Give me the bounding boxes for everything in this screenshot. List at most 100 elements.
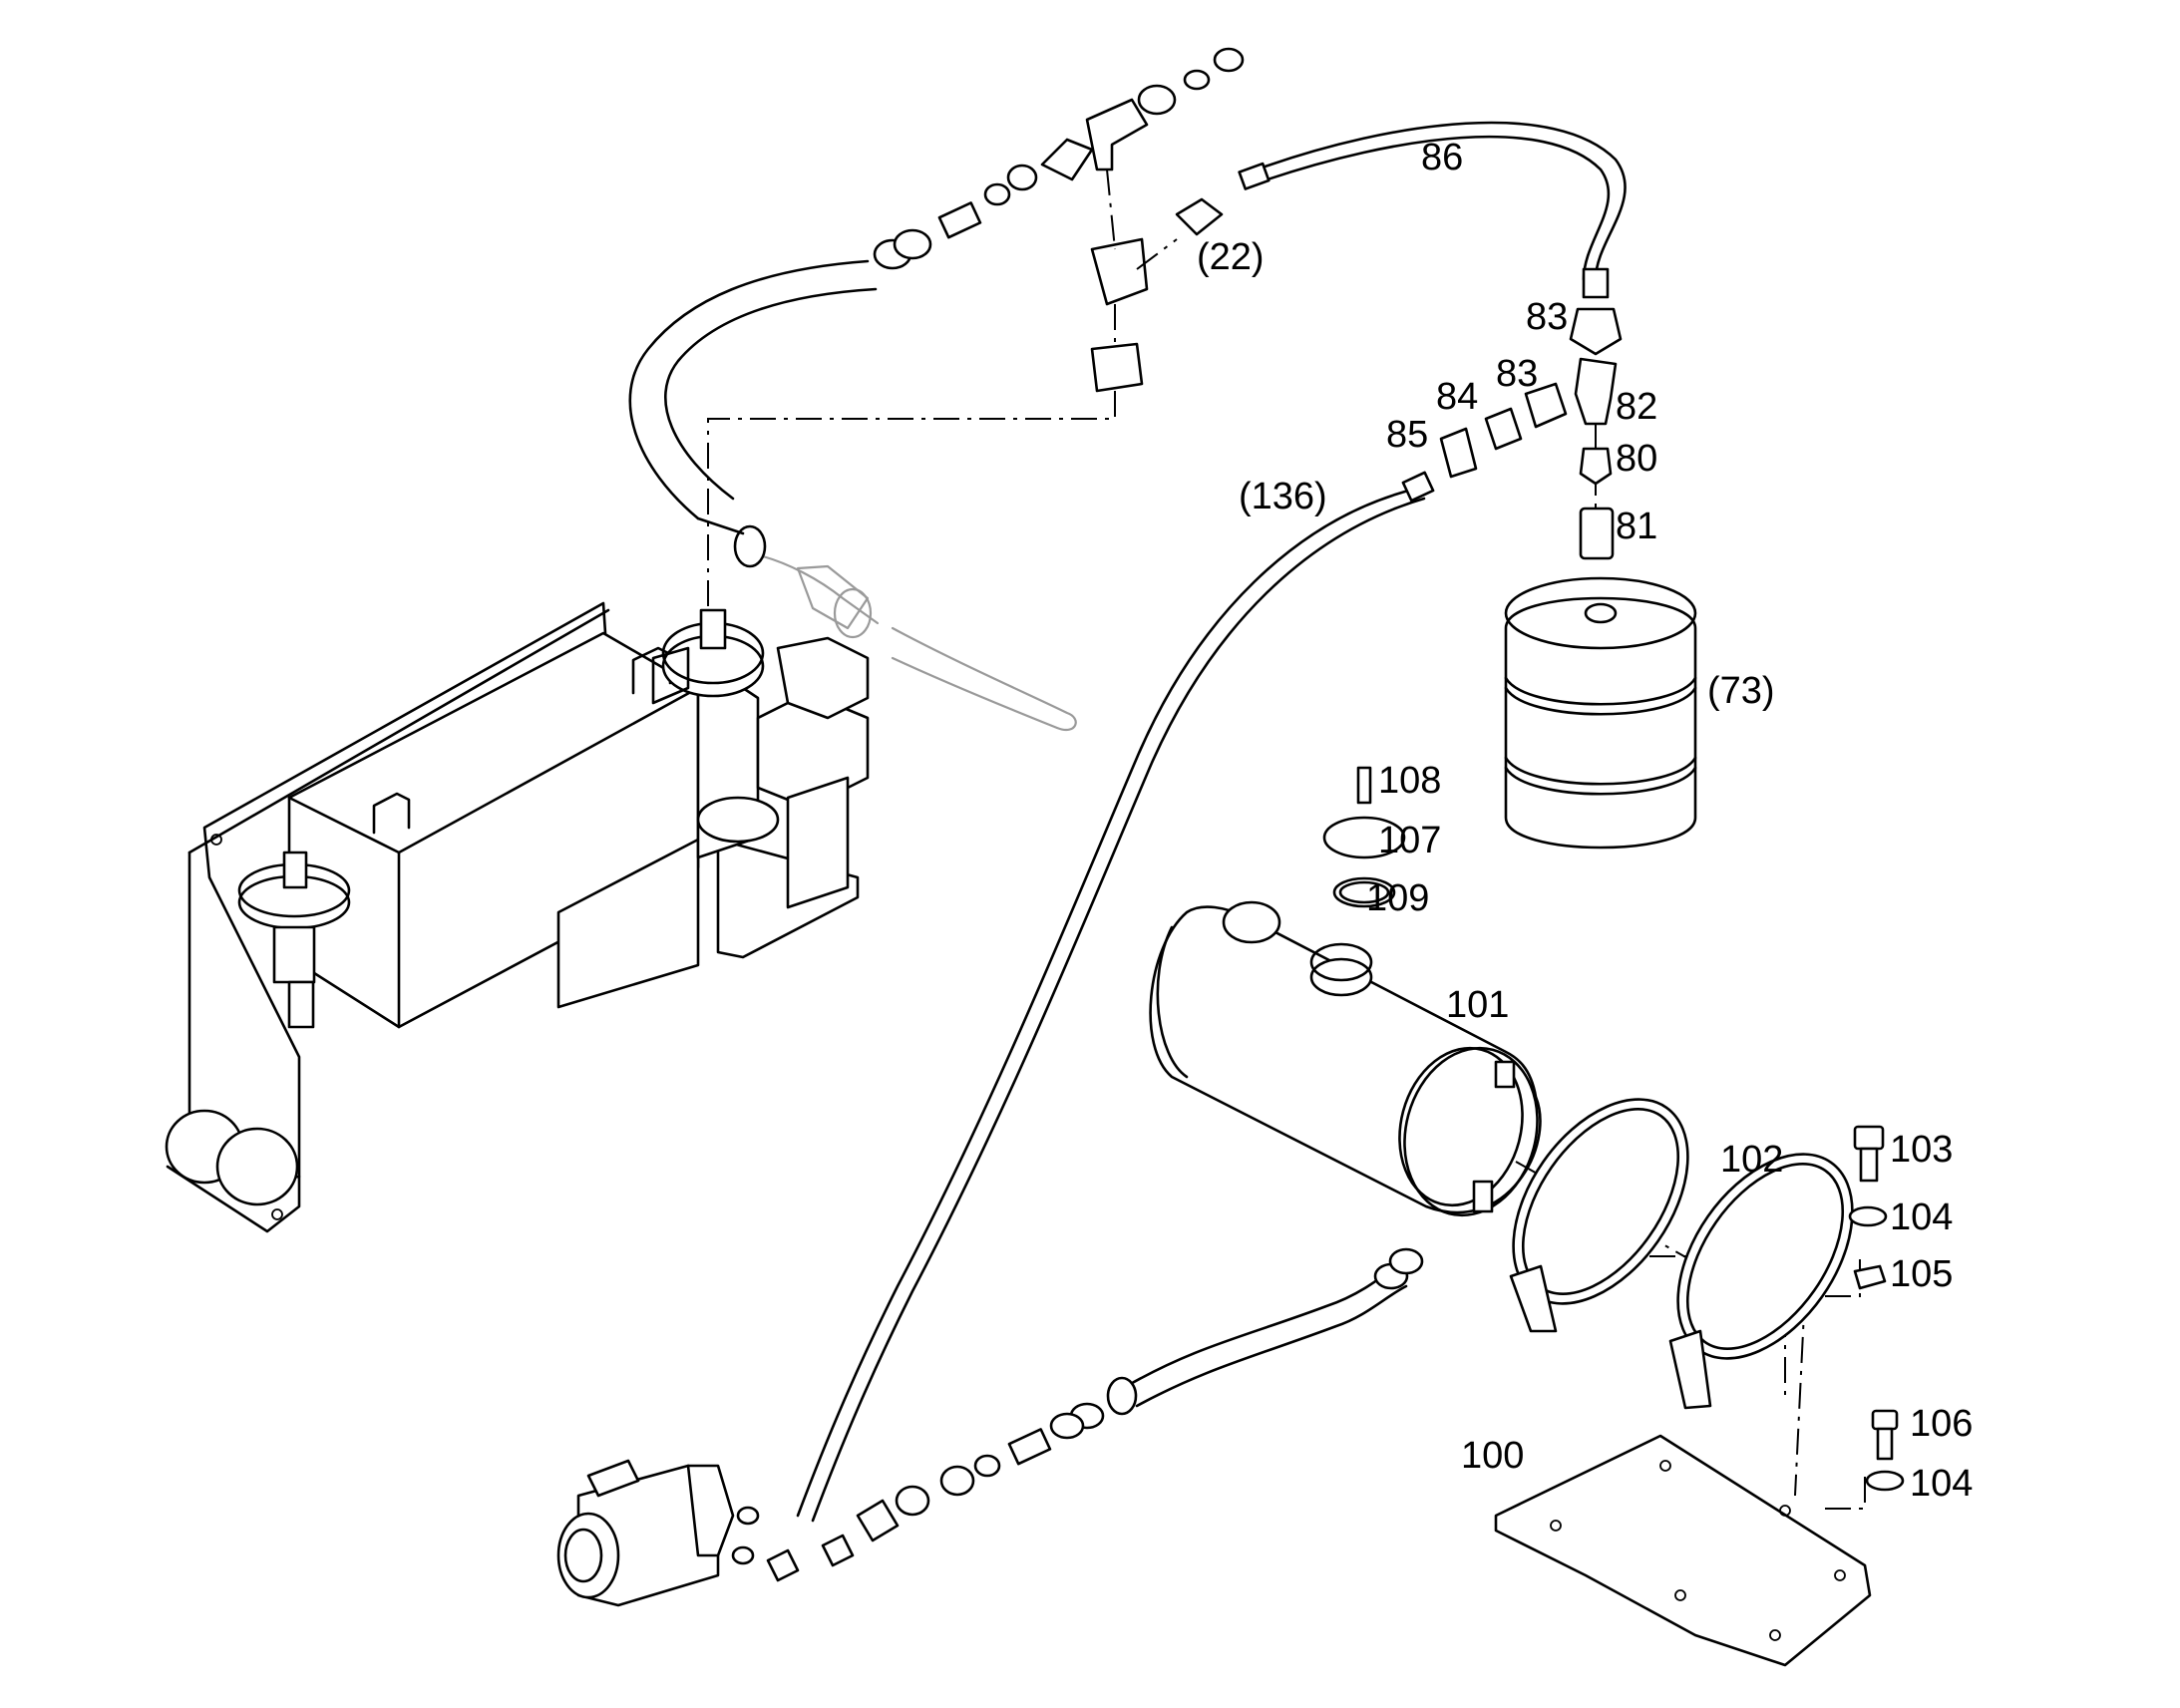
small-nut xyxy=(973,1454,1001,1478)
housing-edges xyxy=(287,686,700,1029)
hose-136-a xyxy=(796,487,1418,1518)
motor-end-face xyxy=(563,1528,603,1583)
hose-136-b xyxy=(811,497,1426,1523)
clamp-strap-b-inner xyxy=(1685,1163,1845,1350)
bolt-103-shank xyxy=(1859,1147,1879,1183)
nut-22 xyxy=(1175,197,1224,236)
bracket-top-edge xyxy=(187,608,610,854)
label-80: 80 xyxy=(1616,438,1657,480)
bracket-hole xyxy=(271,1208,283,1220)
label-101: 101 xyxy=(1446,984,1509,1026)
tank-101-body xyxy=(1149,905,1542,1214)
lower-hose-end xyxy=(1106,1376,1138,1416)
plate-100 xyxy=(1494,1434,1872,1667)
plate-hole xyxy=(1674,1589,1686,1601)
label-103: 103 xyxy=(1890,1129,1953,1171)
lower-hose-b xyxy=(1135,1284,1408,1408)
valve-adapter xyxy=(1090,342,1144,393)
union-nut xyxy=(1137,84,1177,116)
clamps-102 xyxy=(1509,1098,1854,1410)
part-labels: 86 (22) 83 83 82 84 85 80 (136) 81 (73) … xyxy=(1197,137,1973,1505)
tee-fitting xyxy=(1085,98,1149,171)
tank-neck xyxy=(1309,957,1373,997)
hose-end-fitting xyxy=(1238,162,1271,190)
canister-band xyxy=(1504,766,1697,796)
label-104-lower: 104 xyxy=(1910,1463,1973,1505)
nut-83-side xyxy=(1524,382,1568,429)
tee-82 xyxy=(1574,357,1618,426)
gasket-109-inner xyxy=(1338,880,1390,904)
tank-filler-cap xyxy=(1222,900,1281,944)
lower-hose-a xyxy=(1125,1264,1398,1388)
union-84 xyxy=(1484,407,1523,451)
hose-clamp xyxy=(1388,1247,1424,1275)
motor-terminal xyxy=(586,1459,640,1498)
junction-box xyxy=(786,776,850,909)
screw-108 xyxy=(1356,766,1372,805)
tank-end-ring xyxy=(1398,1046,1524,1207)
label-81: 81 xyxy=(1616,506,1657,547)
housing-tab xyxy=(372,792,411,835)
clamp-foot-b xyxy=(1668,1329,1712,1410)
banjo-bolt xyxy=(731,1545,755,1565)
hose-outer xyxy=(628,259,870,520)
hose-clamp xyxy=(893,228,932,260)
hose-86-b xyxy=(1260,135,1611,281)
label-83-upper: 83 xyxy=(1526,296,1568,338)
label-22: (22) xyxy=(1197,236,1265,278)
pump-lower-flange xyxy=(696,796,780,844)
clamp-foot-a xyxy=(1509,1264,1558,1333)
cover-107 xyxy=(1322,816,1406,859)
pump-head xyxy=(686,1464,735,1557)
nipple-80 xyxy=(1579,447,1613,486)
pressure-hose-86 xyxy=(796,121,1627,1523)
hose-end-line xyxy=(696,516,745,535)
shutoff-valve xyxy=(1090,237,1149,306)
hose-nipple xyxy=(937,201,982,239)
bolt-103-head xyxy=(1853,1125,1885,1151)
lower-pump-assembly xyxy=(556,1247,1424,1607)
hose-end-fitting xyxy=(1582,267,1610,299)
plate-hole xyxy=(1550,1520,1562,1532)
banjo-fitting xyxy=(821,1534,855,1567)
plate-hole xyxy=(1779,1505,1791,1517)
label-73: (73) xyxy=(1707,670,1775,712)
canister-top xyxy=(1504,576,1697,650)
cap-nut xyxy=(1213,47,1245,73)
small-nut xyxy=(983,182,1011,206)
banjo-bolt xyxy=(736,1506,760,1526)
pump-unit xyxy=(165,601,870,1233)
nut xyxy=(895,1485,930,1517)
suction-hose-assembly xyxy=(628,47,1245,568)
label-107: 107 xyxy=(1378,820,1441,861)
banjo-fitting xyxy=(766,1548,800,1582)
pump-tab xyxy=(651,646,690,705)
base-plate-100 xyxy=(1494,1434,1872,1667)
label-83-lower: 83 xyxy=(1496,353,1538,395)
hose-136-end xyxy=(1401,471,1435,503)
label-104-upper: 104 xyxy=(1890,1196,1953,1238)
washer-104 xyxy=(1848,1205,1888,1227)
nut-83-top xyxy=(1569,307,1623,356)
filter-outlet xyxy=(287,980,315,1029)
bolt-106-shank xyxy=(1876,1427,1894,1461)
lower-nipple xyxy=(1007,1428,1052,1466)
label-102: 102 xyxy=(1720,1139,1783,1181)
label-136: (136) xyxy=(1239,476,1327,517)
tank-end-cap xyxy=(1403,1046,1539,1217)
nut-105 xyxy=(1853,1264,1887,1290)
filter-nipple xyxy=(282,851,308,889)
tank-outlet xyxy=(1472,1180,1494,1213)
motor-end-cap xyxy=(556,1512,620,1599)
plate-hole xyxy=(1834,1569,1846,1581)
label-82: 82 xyxy=(1616,386,1657,428)
label-108: 108 xyxy=(1378,760,1441,802)
canister-port xyxy=(1584,602,1618,624)
label-106: 106 xyxy=(1910,1403,1973,1445)
solenoid-valve xyxy=(776,636,870,720)
plate-hole xyxy=(1659,1460,1671,1472)
accumulator-73 xyxy=(1504,576,1697,850)
plate-hole xyxy=(1769,1629,1781,1641)
pump-nipple xyxy=(699,608,727,650)
